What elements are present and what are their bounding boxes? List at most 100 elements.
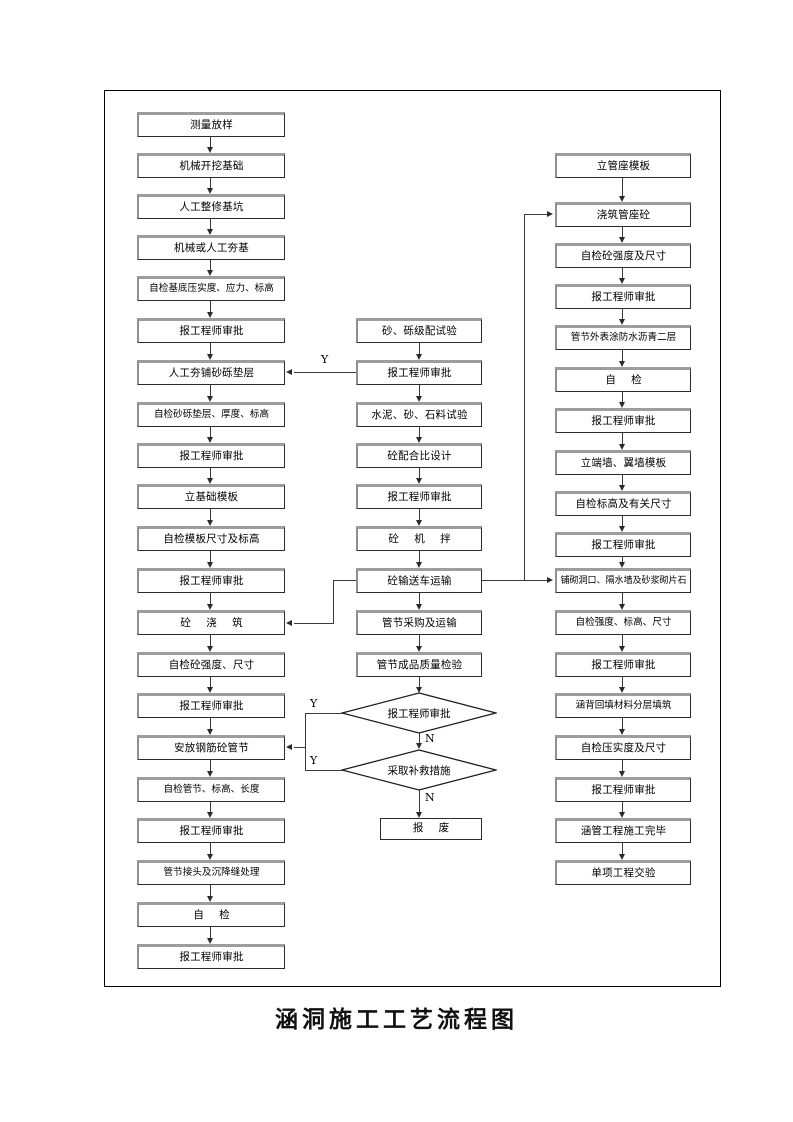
node-M3: 水泥、砂、石料试验 xyxy=(356,402,482,427)
node-L16: 安放钢筋砼管节 xyxy=(137,735,285,760)
node-L1: 测量放样 xyxy=(137,112,285,137)
node-L17: 自检管节、标高、长度 xyxy=(137,777,285,802)
edge-R8-R9 xyxy=(622,475,623,485)
edge-Y-merge-to-L16 xyxy=(294,747,306,748)
arrowhead-M3 xyxy=(416,396,422,402)
node-M1: 砂、砾级配试验 xyxy=(356,318,482,343)
arrowhead-R9 xyxy=(619,485,625,491)
edge-R1-R2 xyxy=(622,178,623,196)
node-L8: 自检砂砾垫层、厚度、标高 xyxy=(137,402,285,427)
edge-L4-L5 xyxy=(210,260,211,270)
edge-L7-L8 xyxy=(210,385,211,396)
edge-label-Y-remedy: Y xyxy=(310,754,318,767)
arrowhead-L7 xyxy=(207,354,213,360)
edge-M10-M11 xyxy=(419,733,420,743)
arrowhead-L19 xyxy=(207,854,213,860)
node-M12: 报 废 xyxy=(380,818,482,840)
node-M11-decision: 采取补救措施 xyxy=(341,749,497,791)
arrowhead-M9 xyxy=(416,646,422,652)
arrowhead-L5 xyxy=(207,270,213,276)
node-L9: 报工程师审批 xyxy=(137,443,285,468)
node-R1: 立管座模板 xyxy=(555,153,691,178)
edge-R13-R14 xyxy=(622,677,623,687)
edge-L11-L12 xyxy=(210,551,211,562)
edge-R7-R8 xyxy=(622,433,623,444)
node-R14: 涵背回填材料分层填筑 xyxy=(555,693,691,718)
edge-L8-L9 xyxy=(210,427,211,437)
arrowhead-L7-from-M2 xyxy=(286,369,292,375)
node-L21: 报工程师审批 xyxy=(137,944,285,969)
diagram-frame: 测量放样 机械开挖基础 人工整修基坑 机械或人工夯基 自检基底压实度、应力、标高… xyxy=(104,90,721,987)
node-R17: 涵管工程施工完毕 xyxy=(555,818,691,843)
node-M6: 砼 机 拌 xyxy=(356,526,482,551)
arrowhead-R6 xyxy=(619,361,625,367)
edge-R5-R6 xyxy=(622,350,623,361)
edge-L3-L4 xyxy=(210,219,211,229)
node-M5: 报工程师审批 xyxy=(356,484,482,509)
node-L10: 立基础模板 xyxy=(137,484,285,509)
arrowhead-R16 xyxy=(619,771,625,777)
arrowhead-L10 xyxy=(207,478,213,484)
edge-M10-Y-horizontal xyxy=(305,713,343,714)
edge-M8-M9 xyxy=(419,635,420,646)
node-L14: 自检砼强度、尺寸 xyxy=(137,652,285,677)
edge-L6-L7 xyxy=(210,343,211,354)
edge-M2-to-L7 xyxy=(294,372,356,373)
edge-L10-L11 xyxy=(210,509,211,520)
edge-M11-Y-horizontal xyxy=(305,770,343,771)
node-R9: 自检标高及有关尺寸 xyxy=(555,491,691,516)
edge-M7-right-trunk xyxy=(482,580,547,581)
arrowhead-M2 xyxy=(416,354,422,360)
node-M9: 管节成品质量检验 xyxy=(356,652,482,677)
arrowhead-L11 xyxy=(207,520,213,526)
node-R12: 自检强度、标高、尺寸 xyxy=(555,610,691,635)
edge-L20-L21 xyxy=(210,927,211,938)
arrowhead-L13 xyxy=(207,604,213,610)
arrowhead-R18 xyxy=(619,854,625,860)
arrowhead-R14 xyxy=(619,687,625,693)
arrowhead-R11-from-M7 xyxy=(547,577,553,583)
edge-R12-R13 xyxy=(622,635,623,646)
node-M11-label: 采取补救措施 xyxy=(387,764,451,777)
edge-R2-R3 xyxy=(622,227,623,237)
node-M10-label: 报工程师审批 xyxy=(387,707,451,720)
edge-label-N-approve: N xyxy=(425,732,435,745)
edge-M5-M6 xyxy=(419,509,420,520)
edge-L12-L13 xyxy=(210,593,211,604)
arrowhead-M8 xyxy=(416,604,422,610)
edge-R11-R12 xyxy=(622,593,623,604)
node-R10: 报工程师审批 xyxy=(555,532,691,557)
arrowhead-L21 xyxy=(207,938,213,944)
edge-R14-R15 xyxy=(622,718,623,729)
node-R2: 浇筑管座砼 xyxy=(555,202,691,227)
edge-L16-L17 xyxy=(210,760,211,771)
edge-M7-left-drop xyxy=(333,580,334,623)
arrowhead-R13 xyxy=(619,646,625,652)
arrowhead-L15 xyxy=(207,687,213,693)
node-R3: 自检砼强度及尺寸 xyxy=(555,243,691,268)
node-L18: 报工程师审批 xyxy=(137,818,285,843)
arrowhead-L4 xyxy=(207,229,213,235)
node-R6: 自 检 xyxy=(555,367,691,392)
node-M4: 砼配合比设计 xyxy=(356,443,482,468)
arrowhead-M5 xyxy=(416,478,422,484)
node-L11: 自检模板尺寸及标高 xyxy=(137,526,285,551)
node-L3: 人工整修基坑 xyxy=(137,194,285,219)
node-L15: 报工程师审批 xyxy=(137,693,285,718)
arrowhead-R15 xyxy=(619,729,625,735)
arrowhead-L18 xyxy=(207,812,213,818)
arrowhead-R5 xyxy=(619,319,625,325)
edge-to-R2 xyxy=(524,214,547,215)
arrowhead-M7 xyxy=(416,562,422,568)
arrowhead-R3 xyxy=(619,237,625,243)
edge-M10-Y-vertical xyxy=(305,713,306,770)
arrowhead-L9 xyxy=(207,437,213,443)
edge-M7-right-riser xyxy=(524,214,525,580)
edge-R3-R4 xyxy=(622,268,623,278)
edge-R17-R18 xyxy=(622,843,623,854)
arrowhead-L2 xyxy=(207,147,213,153)
node-L12: 报工程师审批 xyxy=(137,568,285,593)
edge-R15-R16 xyxy=(622,760,623,771)
node-L20: 自 检 xyxy=(137,902,285,927)
